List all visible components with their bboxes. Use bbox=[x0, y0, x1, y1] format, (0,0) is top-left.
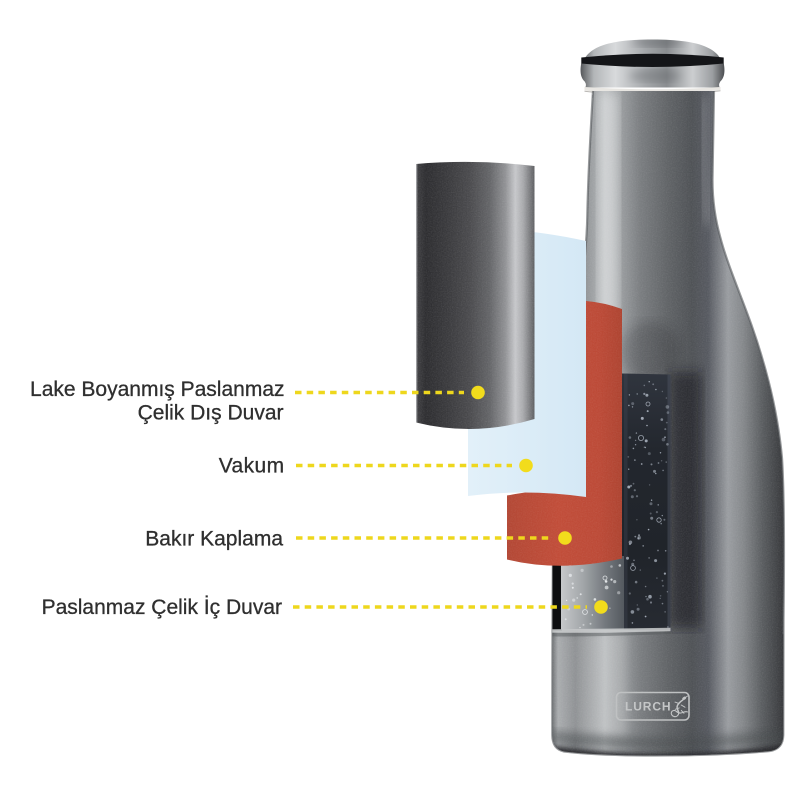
svg-text:Lake Boyanmış Paslanmaz: Lake Boyanmış Paslanmaz bbox=[30, 378, 284, 401]
svg-text:Paslanmaz Çelik İç Duvar: Paslanmaz Çelik İç Duvar bbox=[42, 596, 282, 619]
svg-text:Vakum: Vakum bbox=[219, 455, 285, 478]
svg-text:Bakır Kaplama: Bakır Kaplama bbox=[145, 528, 283, 551]
svg-text:Çelik Dış Duvar: Çelik Dış Duvar bbox=[138, 402, 284, 425]
svg-text:LURCH: LURCH bbox=[625, 700, 672, 714]
